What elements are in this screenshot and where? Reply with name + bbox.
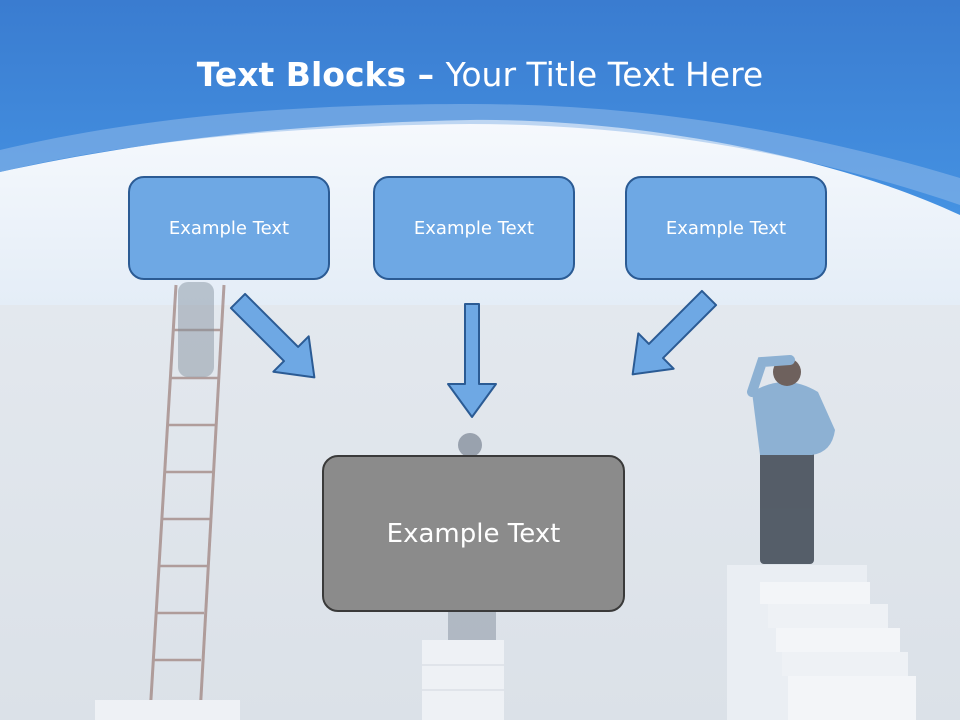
title-rest-text: Your Title Text Here — [445, 55, 764, 94]
text-block-top-right[interactable]: Example Text — [625, 176, 827, 280]
text-block-top-left[interactable]: Example Text — [128, 176, 330, 280]
center-steps — [422, 640, 504, 720]
center-person-head — [458, 433, 482, 457]
text-block-top-middle-label: Example Text — [413, 217, 535, 239]
climber-silhouette — [178, 282, 214, 377]
arrow-middle — [447, 303, 497, 418]
thinking-man — [747, 355, 835, 564]
text-block-top-middle[interactable]: Example Text — [373, 176, 575, 280]
ladder — [148, 284, 226, 716]
text-block-center-label: Example Text — [386, 518, 561, 549]
arrow-right — [631, 289, 718, 376]
text-block-center[interactable]: Example Text — [322, 455, 625, 612]
center-person-legs — [448, 610, 496, 640]
title-dash: – — [406, 55, 446, 94]
pedestal-left — [95, 700, 240, 720]
right-staircase — [727, 565, 916, 720]
text-block-top-left-label: Example Text — [168, 217, 290, 239]
arrow-left — [229, 292, 316, 379]
text-block-top-right-label: Example Text — [665, 217, 787, 239]
slide-title: Text Blocks – Your Title Text Here — [0, 52, 960, 98]
title-bold-text: Text Blocks — [196, 55, 407, 94]
header-highlight — [0, 104, 960, 205]
